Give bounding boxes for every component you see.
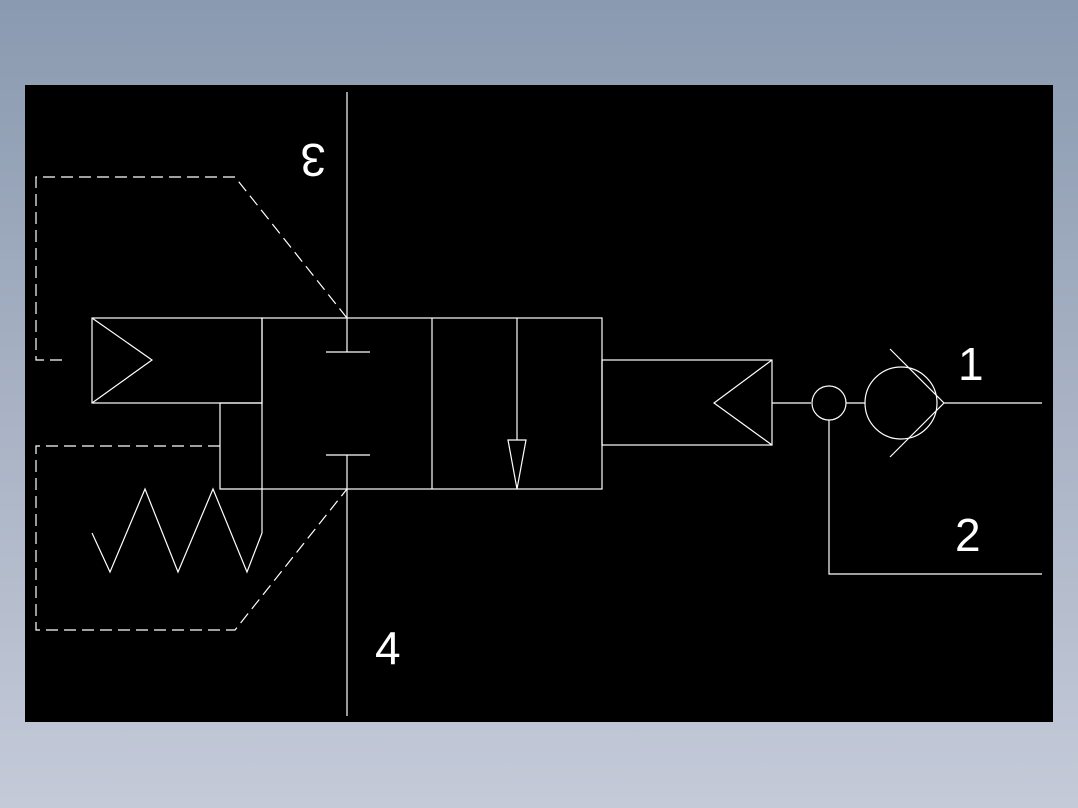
lower-pilot-line: [35, 445, 348, 631]
check-valve-seat: [889, 348, 945, 458]
check-valve-ball: [864, 366, 938, 440]
port-3-label: 3: [300, 134, 326, 186]
right-pilot-triangle: [712, 359, 773, 446]
spring-housing: [219, 402, 262, 490]
port-4-label: 4: [375, 622, 401, 674]
port-2-line: [828, 420, 1042, 575]
spring: [91, 487, 263, 574]
junction-circle: [811, 385, 847, 421]
port-2-label: 2: [955, 509, 981, 561]
left-pilot-actuator: [91, 317, 263, 404]
upper-pilot-line: [35, 176, 348, 361]
left-pilot-triangle: [91, 317, 154, 404]
flow-arrow-head: [507, 439, 527, 490]
right-pilot-actuator: [601, 359, 773, 446]
port-1-label: 1: [958, 338, 984, 390]
